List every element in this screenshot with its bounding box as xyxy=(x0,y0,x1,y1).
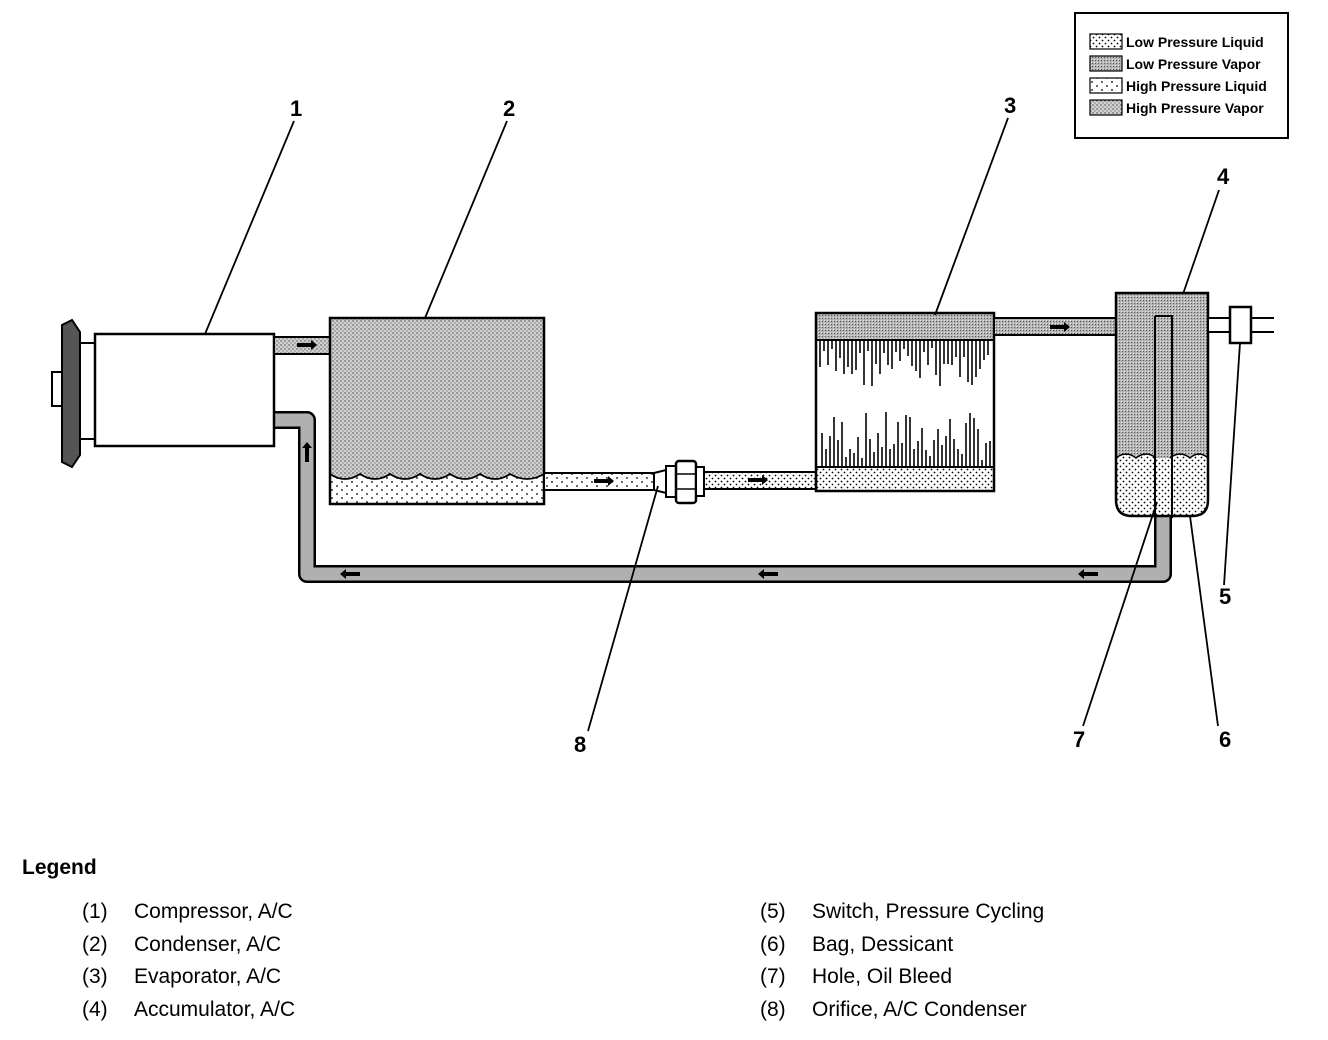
legend-item-number: (1) xyxy=(82,900,108,923)
pressure-key: Low Pressure Liquid Low Pressure Vapor H… xyxy=(1074,12,1289,139)
legend-item-text: Switch, Pressure Cycling xyxy=(812,900,1045,923)
accumulator-j-tube xyxy=(1154,315,1173,518)
key-swatch-hp-vapor xyxy=(1089,99,1123,116)
key-label-hp-liquid: High Pressure Liquid xyxy=(1126,78,1267,94)
evaporator-bottom-fins xyxy=(821,412,991,467)
legend-item-number: (8) xyxy=(760,997,786,1021)
leader-line-2 xyxy=(424,120,508,319)
callout-7: 7 xyxy=(1073,727,1085,752)
legend-item-number: (3) xyxy=(82,965,108,988)
leader-line-6 xyxy=(1189,515,1219,727)
legend-item-text: Condenser, A/C xyxy=(134,932,282,956)
condenser xyxy=(328,316,546,506)
pressure-cycling-switch xyxy=(1207,305,1274,345)
discharge-line xyxy=(273,336,331,355)
leader-lines xyxy=(204,117,1241,732)
legend-item-number: (4) xyxy=(82,997,108,1021)
leader-line-8 xyxy=(587,485,659,732)
suction-flow-arrows xyxy=(302,442,1098,579)
legend-item-number: (2) xyxy=(82,932,108,956)
callout-4: 4 xyxy=(1217,164,1230,189)
legend-item-number: (5) xyxy=(760,900,786,923)
key-swatch-lp-vapor xyxy=(1089,55,1123,72)
compressor-pulley xyxy=(61,318,81,469)
legend-item: (7) Hole, Oil Bleed xyxy=(760,965,1044,998)
evaporator xyxy=(814,311,996,493)
legend-heading: Legend xyxy=(22,856,97,879)
legend-item: (3) Evaporator, A/C xyxy=(82,965,295,998)
legend-item-text: Accumulator, A/C xyxy=(134,997,296,1021)
key-swatch-hp-liquid xyxy=(1089,77,1123,94)
condenser-frame xyxy=(328,316,546,506)
leader-line-1 xyxy=(204,120,295,335)
leader-line-7 xyxy=(1082,501,1158,727)
leader-line-3 xyxy=(934,117,1009,316)
evaporator-top-fins xyxy=(819,340,989,386)
legend-item-text: Orifice, A/C Condenser xyxy=(812,997,1027,1021)
orifice-fitting xyxy=(665,459,705,505)
compressor-body xyxy=(93,332,276,448)
legend-item-text: Hole, Oil Bleed xyxy=(812,965,953,988)
pressure-key-frame xyxy=(1074,12,1289,139)
legend-item: (4) Accumulator, A/C xyxy=(82,998,295,1031)
leader-line-4 xyxy=(1182,189,1220,295)
compressor xyxy=(51,318,276,469)
legend-item-number: (6) xyxy=(760,932,786,956)
legend-item: (8) Orifice, A/C Condenser xyxy=(760,998,1044,1031)
accumulator xyxy=(1114,291,1210,518)
key-label-hp-vapor: High Pressure Vapor xyxy=(1126,100,1264,116)
legend-item: (5) Switch, Pressure Cycling xyxy=(760,900,1044,933)
callout-1: 1 xyxy=(290,96,302,121)
legend-item-text: Evaporator, A/C xyxy=(134,965,282,988)
key-label-lp-liquid: Low Pressure Liquid xyxy=(1126,34,1264,50)
legend-list-left: (1) Compressor, A/C (2) Condenser, A/C (3)… xyxy=(82,900,295,1030)
callout-8: 8 xyxy=(574,732,586,757)
callout-5: 5 xyxy=(1219,584,1231,609)
evaporator-frame xyxy=(814,311,996,493)
key-swatch-lp-liquid xyxy=(1089,33,1123,50)
legend-item: (2) Condenser, A/C xyxy=(82,933,295,966)
legend-item: (6) Bag, Dessicant xyxy=(760,933,1044,966)
legend-item-text: Compressor, A/C xyxy=(134,900,293,923)
legend-item-text: Bag, Dessicant xyxy=(812,932,954,956)
callout-2: 2 xyxy=(503,96,515,121)
callout-3: 3 xyxy=(1004,93,1016,118)
legend-item-number: (7) xyxy=(760,965,786,988)
legend-item: (1) Compressor, A/C xyxy=(82,900,295,933)
compressor-clutch xyxy=(79,342,97,440)
liquid-line xyxy=(543,459,817,505)
callout-6: 6 xyxy=(1219,727,1231,752)
legend-list-right: (5) Switch, Pressure Cycling (6) Bag, Dess… xyxy=(760,900,1044,1030)
leader-line-5 xyxy=(1223,342,1241,586)
accumulator-frame xyxy=(1114,291,1210,518)
key-label-lp-vapor: Low Pressure Vapor xyxy=(1126,56,1261,72)
